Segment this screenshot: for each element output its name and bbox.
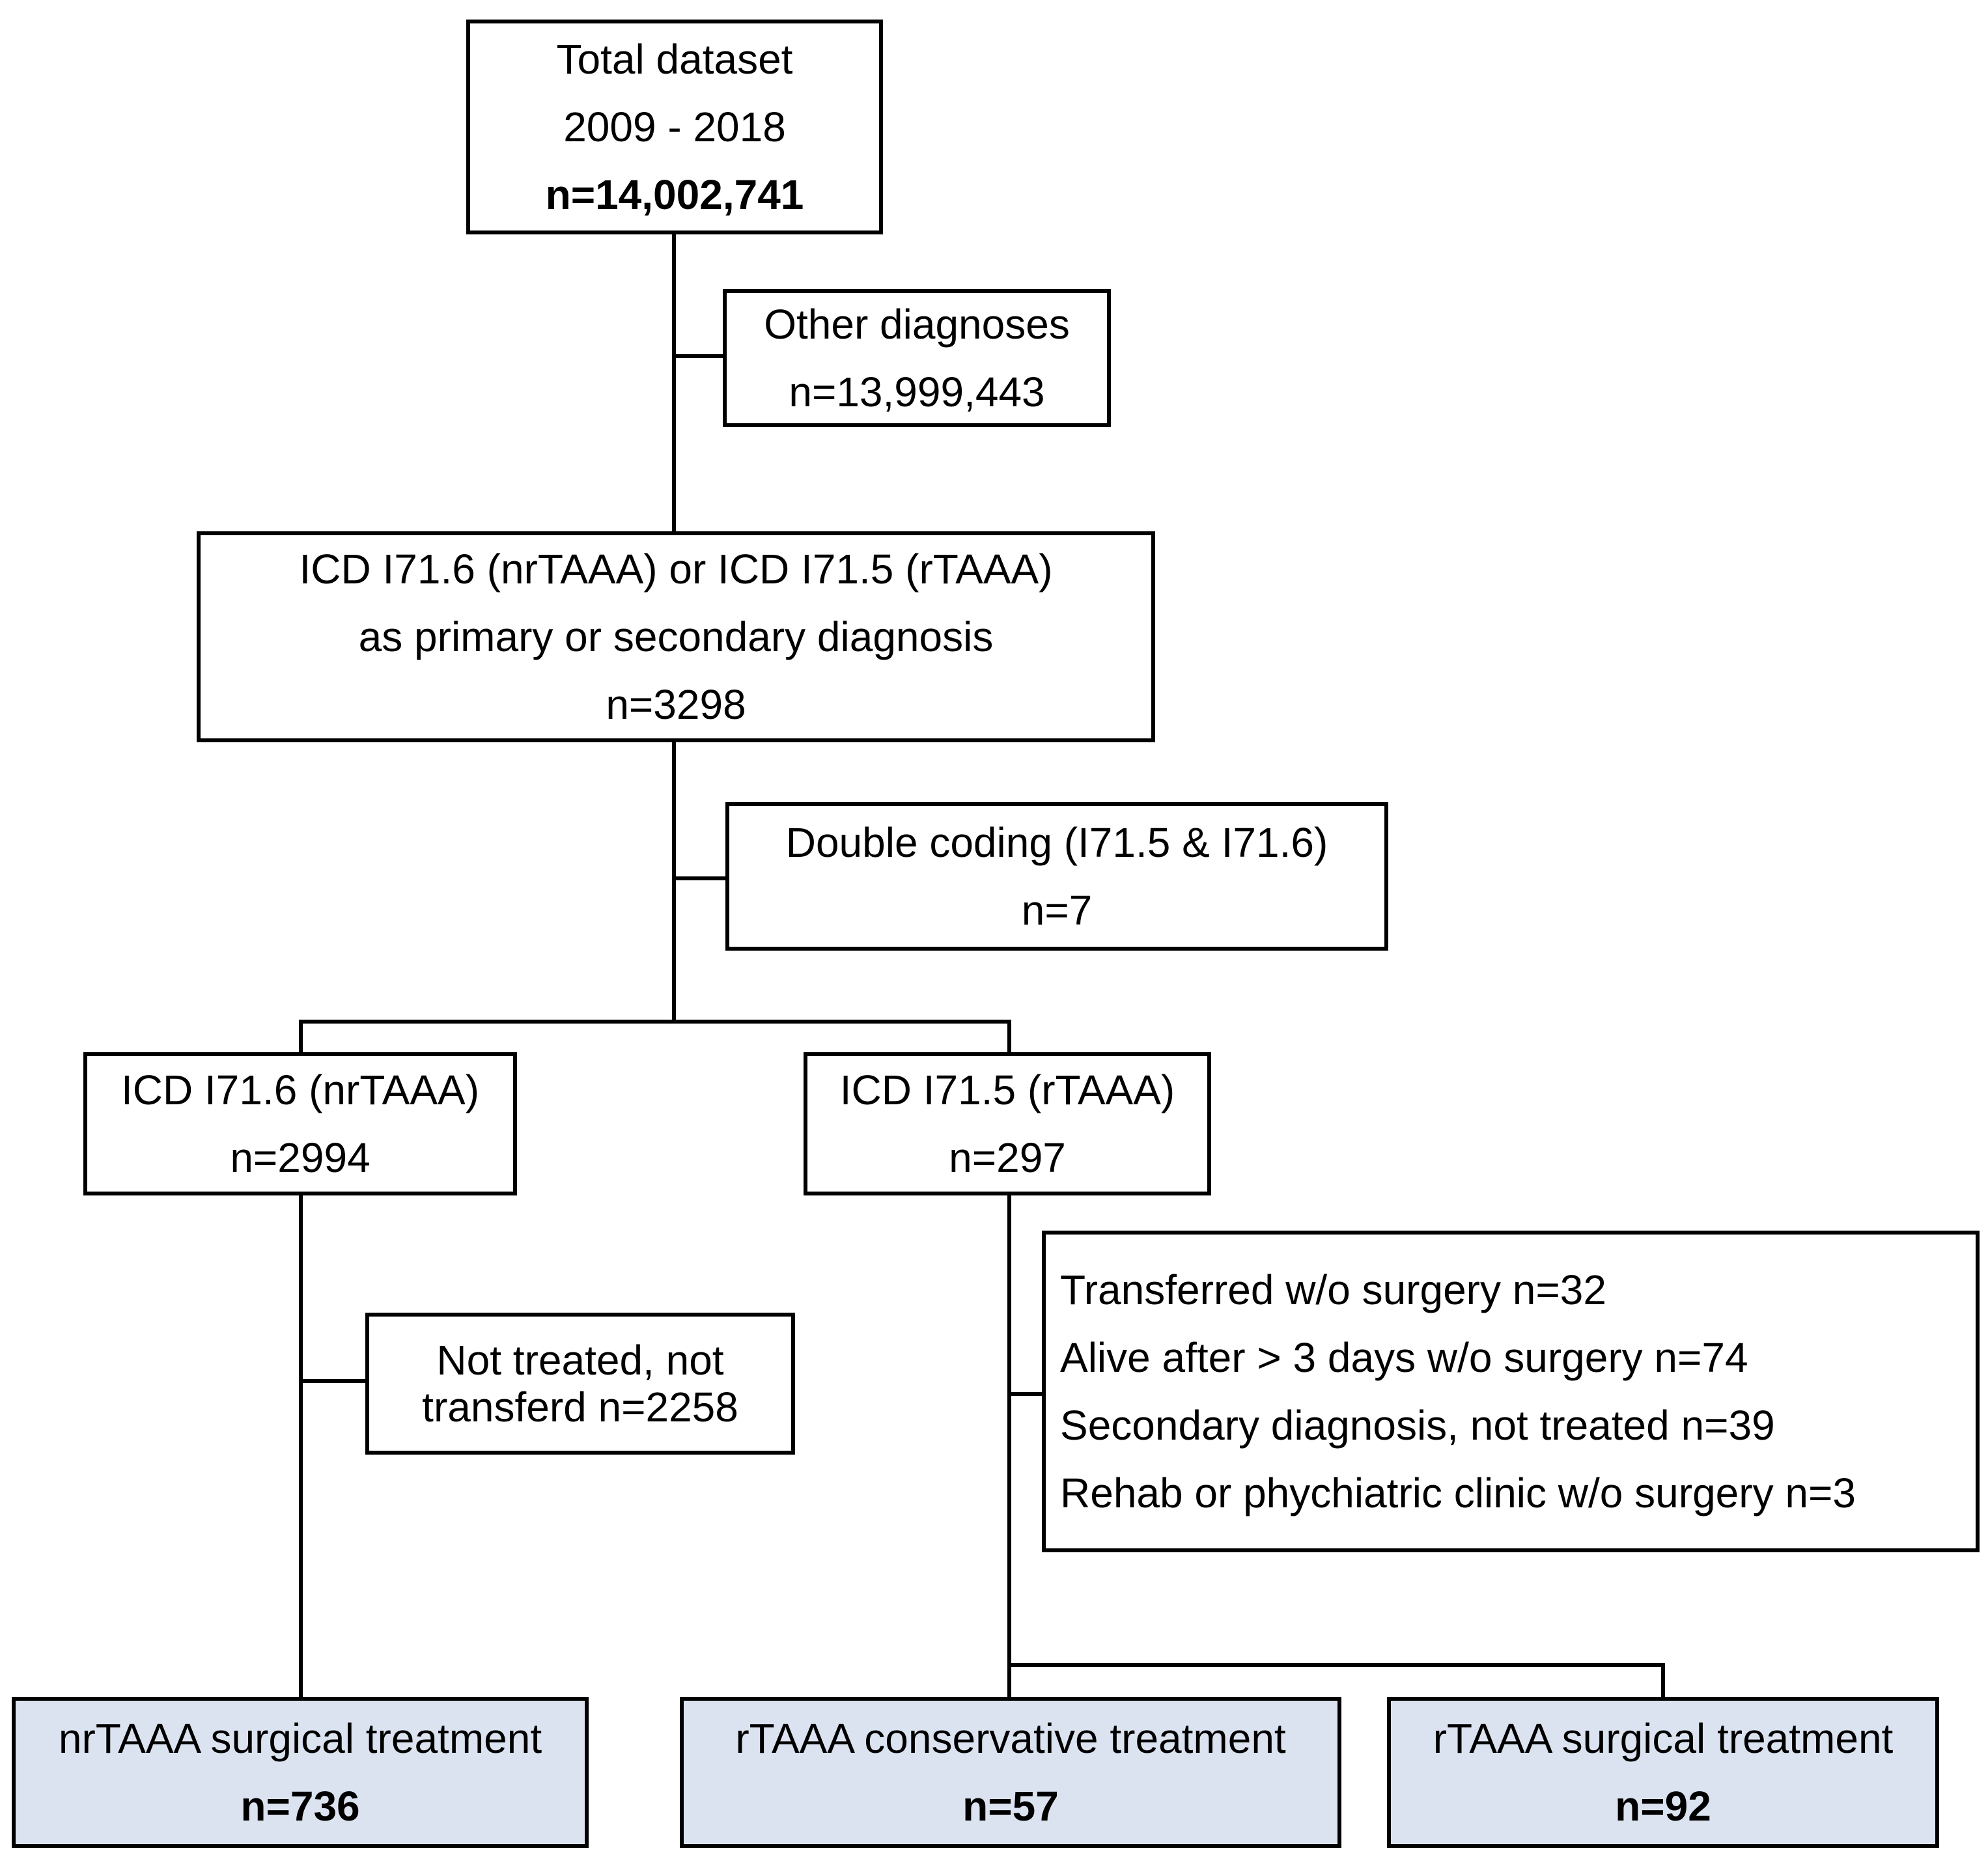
connector-split-to-nr [299, 1020, 303, 1054]
rtaaa-surgical-label: rTAAA surgical treatment [1433, 1715, 1894, 1762]
nrtaaa-surgical-label: nrTAAA surgical treatment [58, 1715, 542, 1762]
connector-nr-to-surgical [299, 1193, 303, 1701]
double-coding-label: Double coding (I71.5 & I71.6) [785, 819, 1328, 866]
not-treated-line2: transferd n=2258 [422, 1384, 738, 1431]
rtaaa-surgical-box: rTAAA surgical treatment n=92 [1387, 1697, 1939, 1848]
exclusion-item: Secondary diagnosis, not treated n=39 [1060, 1402, 1775, 1449]
total-dataset-label: Total dataset [556, 36, 793, 83]
total-dataset-count: n=14,002,741 [545, 171, 804, 218]
connector-to-exclusions [1007, 1392, 1044, 1396]
nrtaaa-surgical-box: nrTAAA surgical treatment n=736 [12, 1697, 589, 1848]
other-diagnoses-count: n=13,999,443 [789, 369, 1045, 415]
rtaaa-label: ICD I71.5 (rTAAA) [839, 1067, 1175, 1113]
connector-to-r-surgical [1661, 1663, 1665, 1701]
icd-diagnosis-scope: as primary or secondary diagnosis [358, 613, 994, 660]
rtaaa-count: n=297 [949, 1134, 1066, 1181]
connector-split-horizontal [299, 1020, 1011, 1024]
exclusion-item: Rehab or phychiatric clinic w/o surgery … [1060, 1470, 1856, 1516]
not-treated-line1: Not treated, not [436, 1337, 724, 1384]
total-dataset-years: 2009 - 2018 [563, 104, 786, 150]
double-coding-box: Double coding (I71.5 & I71.6) n=7 [725, 802, 1388, 951]
icd-diagnosis-codes: ICD I71.6 (nrTAAA) or ICD I71.5 (rTAAA) [299, 546, 1053, 593]
nrtaaa-box: ICD I71.6 (nrTAAA) n=2994 [83, 1052, 517, 1195]
rtaaa-box: ICD I71.5 (rTAAA) n=297 [804, 1052, 1211, 1195]
other-diagnoses-box: Other diagnoses n=13,999,443 [723, 289, 1111, 427]
exclusion-item: Transferred w/o surgery n=32 [1060, 1266, 1606, 1313]
icd-diagnosis-box: ICD I71.6 (nrTAAA) or ICD I71.5 (rTAAA) … [197, 531, 1155, 742]
other-diagnoses-label: Other diagnoses [764, 301, 1070, 348]
connector-r-horizontal [1007, 1663, 1665, 1667]
connector-icd-to-split [672, 740, 676, 1024]
double-coding-count: n=7 [1021, 887, 1093, 934]
connector-to-not-treated [299, 1379, 367, 1383]
total-dataset-box: Total dataset 2009 - 2018 n=14,002,741 [466, 20, 883, 234]
connector-split-to-r [1007, 1020, 1011, 1054]
connector-total-to-icd [672, 232, 676, 531]
nrtaaa-label: ICD I71.6 (nrTAAA) [120, 1067, 480, 1113]
icd-diagnosis-count: n=3298 [606, 681, 746, 728]
nrtaaa-surgical-count: n=736 [240, 1783, 360, 1830]
connector-to-double [672, 876, 728, 880]
exclusions-box: Transferred w/o surgery n=32 Alive after… [1042, 1231, 1980, 1552]
rtaaa-surgical-count: n=92 [1615, 1783, 1711, 1830]
nrtaaa-count: n=2994 [230, 1134, 371, 1181]
rtaaa-conservative-label: rTAAA conservative treatment [735, 1715, 1286, 1762]
not-treated-box: Not treated, not transferd n=2258 [365, 1313, 795, 1455]
rtaaa-conservative-box: rTAAA conservative treatment n=57 [680, 1697, 1341, 1848]
connector-r-down [1007, 1193, 1011, 1701]
rtaaa-conservative-count: n=57 [962, 1783, 1059, 1830]
connector-to-other [672, 354, 724, 358]
exclusion-item: Alive after > 3 days w/o surgery n=74 [1060, 1334, 1748, 1381]
